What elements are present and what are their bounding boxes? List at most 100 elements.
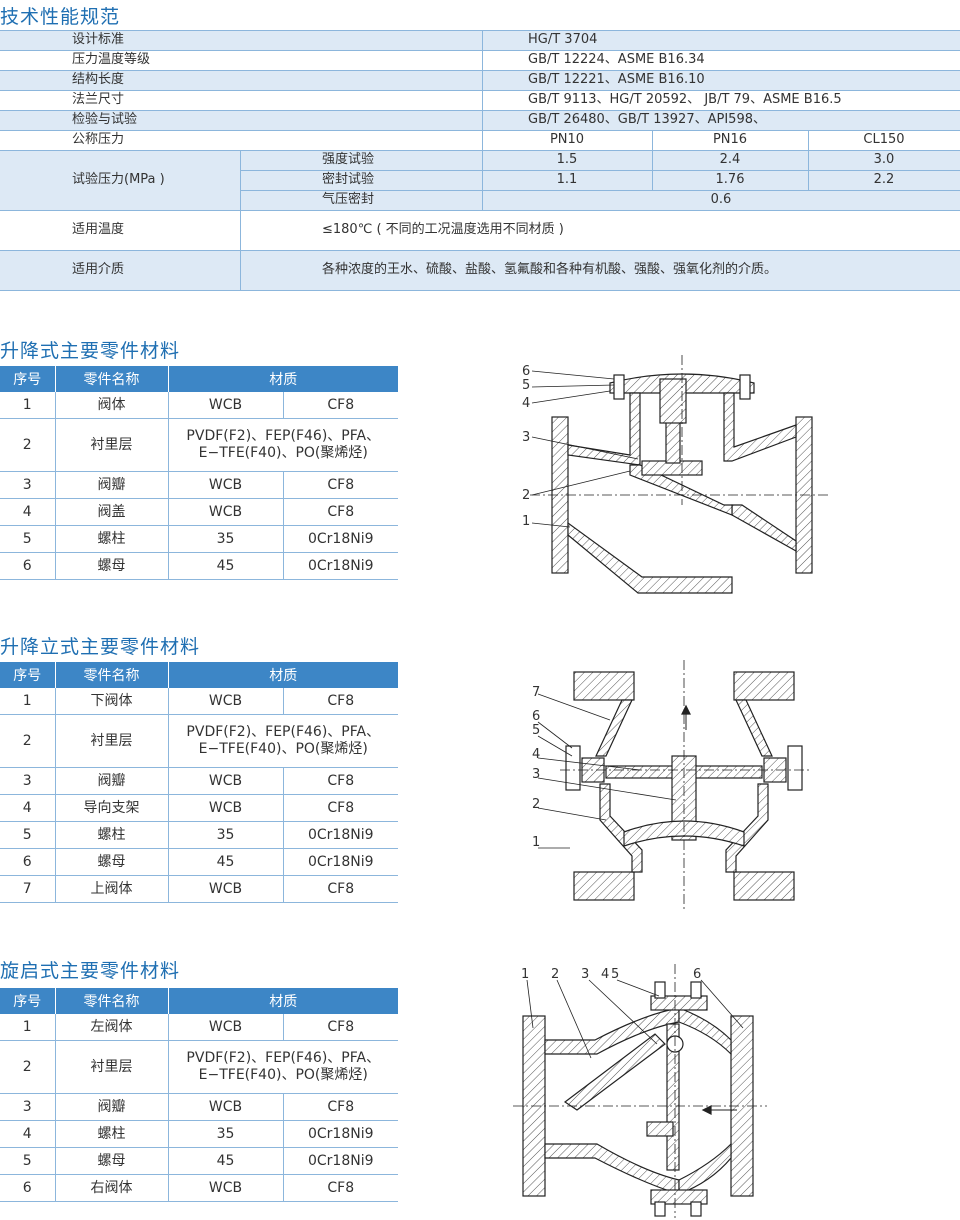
cell-material: CF8 (282, 875, 398, 903)
strength-value: 1.5 (556, 152, 578, 167)
spec-value: GB/T 26480、GB/T 13927、API598、 (528, 112, 766, 127)
cell-no: 5 (0, 821, 55, 849)
cell-material: 0Cr18Ni9 (282, 821, 398, 849)
cell-name: 螺母 (54, 848, 168, 876)
col-header-no: 序号 (0, 366, 55, 392)
cell-material: WCB (167, 875, 283, 903)
cell-material: WCB (167, 794, 283, 822)
callout-label: 6 (532, 709, 540, 724)
cell-no: 6 (0, 1174, 55, 1202)
cell-material: WCB (167, 1174, 283, 1202)
cell-material: PVDF(F2)、FEP(F46)、PFA、 E−TFE(F40)、PO(聚烯烃… (167, 1040, 398, 1094)
strength-test-label: 强度试验 (322, 152, 375, 167)
cell-material: WCB (167, 1093, 283, 1121)
cell-no: 5 (0, 1147, 55, 1175)
callout-label: 4 (601, 967, 609, 982)
callout-label: 5 (522, 378, 530, 393)
cell-no: 1 (0, 688, 55, 715)
seal-value: 2.2 (873, 172, 895, 187)
cell-material: WCB (167, 498, 283, 526)
cell-material: 45 (167, 552, 283, 580)
media-label: 适用介质 (72, 262, 125, 277)
cell-name: 阀瓣 (54, 767, 168, 795)
cell-name: 阀瓣 (54, 471, 168, 499)
nominal-value: CL150 (863, 132, 905, 147)
spec-value: GB/T 12221、ASME B16.10 (528, 72, 705, 87)
cell-no: 2 (0, 1040, 55, 1094)
callout-label: 7 (532, 685, 540, 700)
col-header-no: 序号 (0, 988, 55, 1014)
vertical-lift-check-valve-drawing: 7 6 5 4 3 2 1 (532, 660, 810, 910)
spec-value: GB/T 9113、HG/T 20592、 JB/T 79、ASME B16.5 (528, 92, 842, 107)
table2-title: 升降立式主要零件材料 (0, 636, 201, 658)
cell-material: WCB (167, 471, 283, 499)
spec-title: 技术性能规范 (0, 6, 121, 28)
cell-name: 螺柱 (54, 1120, 168, 1148)
nominal-value: PN16 (712, 132, 748, 147)
callout-label: 2 (532, 797, 540, 812)
table1-title: 升降式主要零件材料 (0, 340, 181, 362)
cell-name: 衬里层 (54, 714, 168, 768)
cell-no: 1 (0, 1014, 55, 1041)
callout-label: 2 (551, 967, 559, 982)
cell-no: 7 (0, 875, 55, 903)
spec-value: HG/T 3704 (528, 32, 598, 47)
seal-test-label: 密封试验 (322, 172, 375, 187)
callout-label: 1 (521, 967, 529, 982)
cell-material: WCB (167, 688, 283, 715)
cell-material: 0Cr18Ni9 (282, 848, 398, 876)
col-header-name: 零件名称 (54, 662, 168, 688)
col-header-material: 材质 (167, 988, 398, 1014)
callout-label: 3 (522, 430, 530, 445)
spec-label: 检验与试验 (72, 112, 138, 127)
col-header-name: 零件名称 (54, 988, 168, 1014)
cell-material: CF8 (282, 1093, 398, 1121)
col-header-material: 材质 (167, 366, 398, 392)
col-header-name: 零件名称 (54, 366, 168, 392)
cell-no: 3 (0, 471, 55, 499)
callout-label: 2 (522, 488, 530, 503)
air-seal-value: 0.6 (710, 192, 732, 207)
nominal-pressure-label: 公称压力 (72, 132, 125, 147)
cell-name: 衬里层 (54, 418, 168, 472)
cell-name: 右阀体 (54, 1174, 168, 1202)
cell-material: CF8 (282, 471, 398, 499)
cell-material: CF8 (282, 1014, 398, 1041)
lift-check-valve-drawing: 6 5 4 3 2 1 (522, 355, 830, 594)
seal-value: 1.76 (715, 172, 745, 187)
cell-name: 下阀体 (54, 688, 168, 715)
cell-material: CF8 (282, 767, 398, 795)
air-seal-label: 气压密封 (322, 192, 375, 207)
cell-material: CF8 (282, 1174, 398, 1202)
cell-material: CF8 (282, 392, 398, 419)
cell-material: 35 (167, 1120, 283, 1148)
spec-table: 设计标准 HG/T 3704 压力温度等级 GB/T 12224、ASME B1… (0, 30, 960, 291)
callout-label: 4 (522, 396, 530, 411)
col-header-material: 材质 (167, 662, 398, 688)
spec-label: 设计标准 (72, 32, 125, 47)
callout-label: 5 (611, 967, 619, 982)
spec-label: 结构长度 (72, 72, 125, 87)
cell-no: 4 (0, 1120, 55, 1148)
strength-value: 2.4 (719, 152, 741, 167)
cell-material: 35 (167, 821, 283, 849)
test-pressure-label: 试验压力(MPa ) (72, 172, 165, 187)
temperature-value: ≤180℃ ( 不同的工况温度选用不同材质 ) (322, 222, 564, 237)
cell-material: WCB (167, 767, 283, 795)
callout-label: 5 (532, 723, 540, 738)
cell-name: 阀盖 (54, 498, 168, 526)
swing-check-valve-drawing: 1 2 3 4 5 6 (513, 964, 767, 1218)
